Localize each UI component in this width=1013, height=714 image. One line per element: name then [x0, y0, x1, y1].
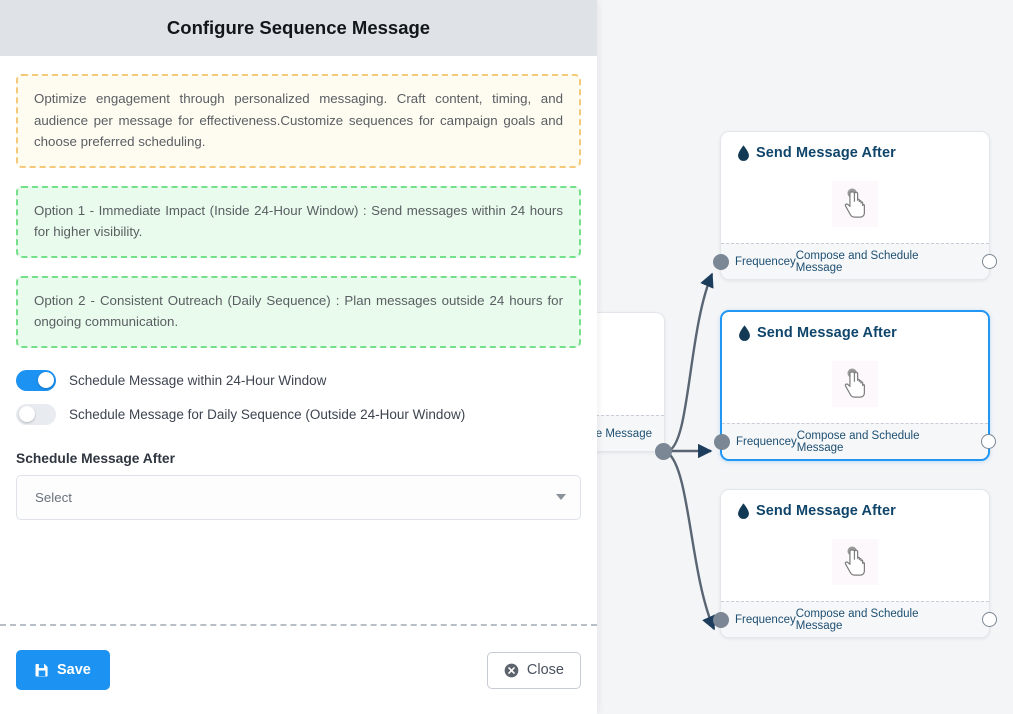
- footer-divider: [0, 624, 597, 626]
- flow-node-1[interactable]: Send Message After Frequencey Compose an…: [713, 131, 997, 280]
- select-value: Select: [35, 489, 72, 505]
- node-2-frequency-label: Frequencey: [736, 435, 797, 448]
- info-callout: Optimize engagement through personalized…: [16, 74, 581, 168]
- toggle-schedule-daily-sequence[interactable]: [16, 403, 56, 425]
- floppy-disk-icon: [35, 664, 48, 677]
- dialog-header: Configure Sequence Message: [0, 0, 597, 56]
- node-1-title: Send Message After: [756, 145, 896, 161]
- droplet-icon: [738, 503, 749, 519]
- pointing-hand-icon: [844, 546, 865, 576]
- dialog-body: Optimize engagement through personalized…: [0, 56, 597, 624]
- node-2-source-handle[interactable]: [981, 434, 996, 449]
- droplet-icon: [738, 145, 749, 161]
- option-2-callout: Option 2 - Consistent Outreach (Daily Se…: [16, 275, 581, 348]
- node-3-body: [721, 523, 989, 601]
- toggle-daily-sequence-label: Schedule Message for Daily Sequence (Out…: [69, 406, 466, 422]
- node-1-frequency-label: Frequencey: [735, 255, 796, 268]
- node-2-footer: Frequencey Compose and Schedule Message: [714, 423, 996, 459]
- toggle-row-daily-sequence[interactable]: Schedule Message for Daily Sequence (Out…: [16, 403, 581, 425]
- node-1-icon-box: [832, 181, 878, 227]
- toggle-within-24h-label: Schedule Message within 24-Hour Window: [69, 372, 327, 388]
- schedule-message-after-select[interactable]: Select: [16, 474, 581, 520]
- toggle-knob: [18, 406, 35, 423]
- toggle-schedule-within-24h[interactable]: [16, 369, 56, 391]
- node-2-body: [722, 345, 988, 423]
- schedule-message-after-label: Schedule Message After: [16, 450, 175, 466]
- flow-node-2[interactable]: Send Message After Frequencey Compose an…: [714, 310, 996, 461]
- node-1-target-handle[interactable]: [713, 253, 729, 270]
- toggle-row-within-24h[interactable]: Schedule Message within 24-Hour Window: [16, 369, 581, 391]
- page-title: Configure Sequence Message: [166, 17, 431, 38]
- node-3-title: Send Message After: [756, 503, 896, 519]
- node-2-header: Send Message After: [722, 312, 988, 345]
- option-1-callout: Option 1 - Immediate Impact (Inside 24-H…: [16, 185, 581, 258]
- node-3-icon-box: [832, 539, 878, 585]
- save-button-label: Save: [57, 662, 91, 678]
- node-1-body: [721, 165, 989, 243]
- close-circle-icon: [504, 663, 519, 677]
- pointing-hand-icon: [844, 188, 865, 218]
- node-3-frequency-label: Frequencey: [735, 613, 796, 626]
- node-1-compose-label: Compose and Schedule Message: [795, 249, 919, 274]
- node-1-footer: Frequencey Compose and Schedule Message: [713, 243, 997, 279]
- pointing-hand-icon: [844, 368, 865, 398]
- node-2-target-handle[interactable]: [714, 433, 730, 450]
- chevron-down-icon: [556, 494, 566, 501]
- node-3-compose-label: Compose and Schedule Message: [795, 607, 919, 632]
- node-2-icon-box: [832, 361, 878, 407]
- configure-sequence-dialog: Configure Sequence Message Optimize enga…: [0, 0, 597, 714]
- node-3-footer: Frequencey Compose and Schedule Message: [713, 601, 997, 637]
- toggle-knob: [37, 372, 54, 389]
- close-button-label: Close: [526, 662, 564, 678]
- node-1-source-handle[interactable]: [982, 254, 997, 269]
- droplet-icon: [739, 325, 750, 341]
- node-2-compose-label: Compose and Schedule Message: [796, 429, 920, 454]
- node-3-target-handle[interactable]: [713, 611, 729, 628]
- source-handle-hub[interactable]: [655, 443, 672, 460]
- edge-to-node-3: [667, 452, 716, 631]
- edge-to-node-1: [667, 272, 714, 453]
- dialog-footer: Save Close: [0, 626, 597, 714]
- node-2-title: Send Message After: [757, 325, 897, 341]
- close-button[interactable]: Close: [486, 651, 581, 689]
- node-1-header: Send Message After: [721, 132, 989, 165]
- node-3-header: Send Message After: [721, 490, 989, 523]
- save-button[interactable]: Save: [16, 650, 110, 690]
- flow-node-3[interactable]: Send Message After Frequencey Compose an…: [713, 489, 997, 638]
- node-3-source-handle[interactable]: [982, 612, 997, 627]
